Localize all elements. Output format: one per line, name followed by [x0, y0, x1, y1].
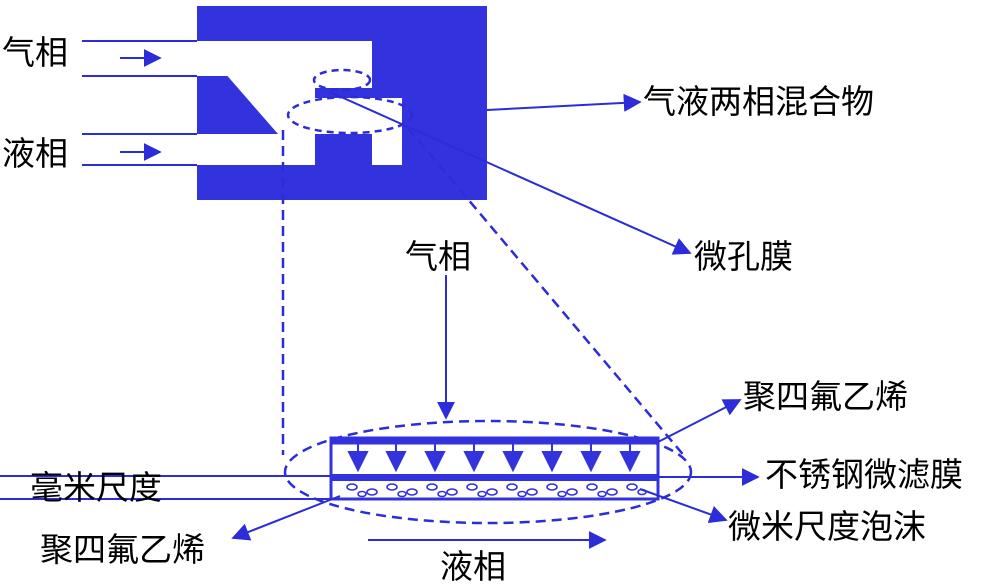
- device-membrane: [315, 88, 402, 98]
- label-stainless-microfilter: 不锈钢微滤膜: [765, 455, 963, 494]
- label-gas-phase-center: 气相: [405, 237, 471, 276]
- membrane-arrow: [329, 91, 692, 255]
- label-micro-foam: 微米尺度泡沫: [728, 507, 926, 546]
- micro-bubbles: [346, 483, 647, 498]
- label-mm-scale: 毫米尺度: [30, 468, 162, 507]
- label-ptfe-left: 聚四氟乙烯: [40, 530, 205, 569]
- mixture-arrow: [486, 93, 642, 112]
- gas-injection-arrows: [347, 442, 641, 473]
- label-ptfe-right: 聚四氟乙烯: [743, 377, 908, 416]
- device-channels: [197, 41, 402, 165]
- label-liquid-phase-bottom: 液相: [440, 547, 506, 586]
- zoom-ellipse: [283, 419, 693, 525]
- inlet-lines: [82, 40, 197, 166]
- ptfe-right-arrow: [657, 399, 742, 443]
- ptfe-left-arrow: [231, 495, 341, 541]
- zoom-line-right: [407, 127, 687, 459]
- label-gas-phase-top: 气相: [2, 33, 68, 72]
- detail-ellipse-large: [286, 95, 414, 135]
- ptfe-frame: [329, 436, 660, 501]
- steel-microfilter: [331, 474, 658, 481]
- label-liquid-phase-top: 液相: [2, 134, 68, 173]
- label-gas-liquid-mixture: 气液两相混合物: [643, 82, 874, 121]
- detail-ellipse-small: [312, 68, 372, 92]
- foam-arrow: [639, 488, 728, 523]
- label-microporous-membrane: 微孔膜: [694, 237, 793, 276]
